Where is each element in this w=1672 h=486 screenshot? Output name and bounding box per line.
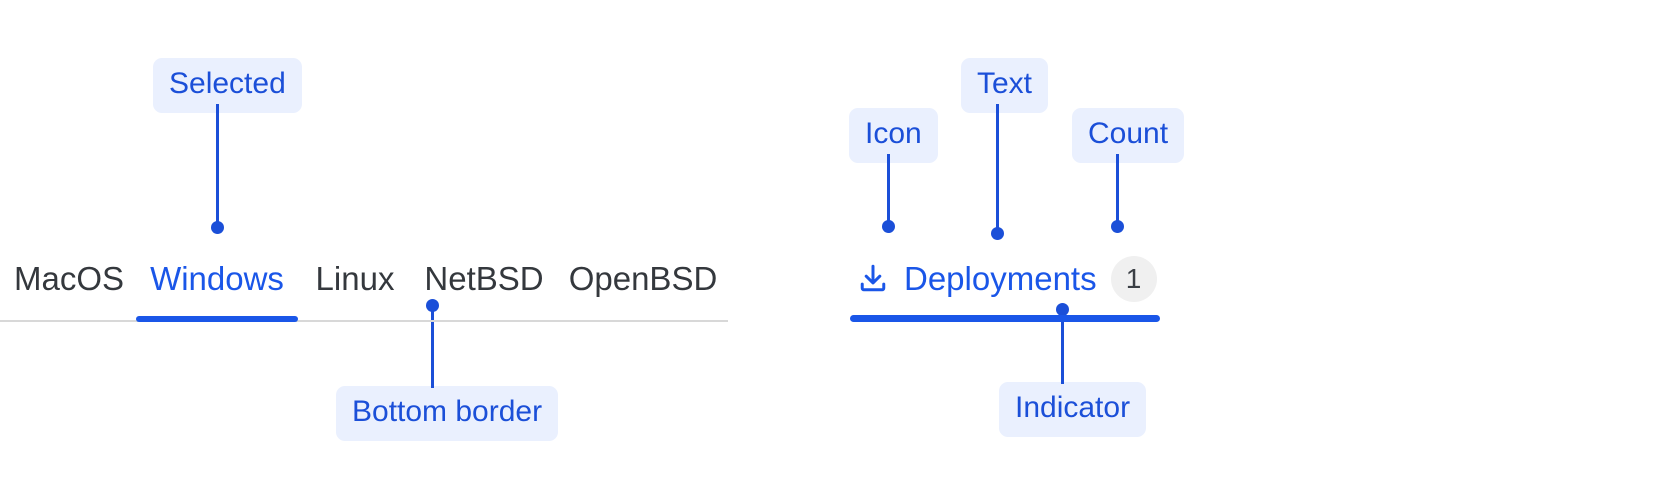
leader-line-bottom-border (431, 306, 434, 388)
leader-line-count (1116, 154, 1119, 226)
leader-line-indicator (1061, 310, 1064, 384)
annotation-selected: Selected (153, 58, 302, 113)
annotation-icon: Icon (849, 108, 938, 163)
tab-openbsd[interactable]: OpenBSD (568, 238, 718, 320)
annotation-indicator: Indicator (999, 382, 1147, 437)
leader-line-icon (887, 154, 890, 226)
single-tab-example: Deployments 1 (850, 238, 1162, 322)
annotation-bottom-border: Bottom border (336, 386, 559, 441)
tab-linux[interactable]: Linux (312, 238, 398, 320)
leader-line-selected (216, 104, 219, 227)
tab-macos[interactable]: MacOS (14, 238, 124, 320)
tab-windows[interactable]: Windows (136, 238, 298, 322)
leader-dot-bottom-border (426, 299, 439, 312)
leader-dot-count (1111, 220, 1124, 233)
leader-dot-icon (882, 220, 895, 233)
leader-line-text (996, 104, 999, 232)
leader-dot-text (991, 227, 1004, 240)
tab-netbsd[interactable]: NetBSD (422, 238, 546, 320)
tab-label: NetBSD (424, 260, 544, 297)
tab-label: MacOS (13, 260, 125, 297)
tab-selected-indicator (850, 315, 1160, 322)
leader-dot-indicator (1056, 303, 1069, 316)
tab-deployments[interactable]: Deployments 1 (850, 238, 1162, 322)
annotation-text: Text (961, 58, 1049, 113)
annotation-count: Count (1072, 108, 1185, 163)
tab-selected-indicator (136, 316, 298, 322)
tab-strip: MacOS Windows Linux NetBSD OpenBSD (0, 238, 728, 322)
tab-label: Linux (315, 260, 395, 297)
tab-strip-bottom-border (0, 320, 728, 322)
tab-count-badge: 1 (1110, 256, 1157, 302)
tab-label: OpenBSD (568, 260, 718, 297)
leader-dot-selected (211, 221, 224, 234)
tab-label: Windows (150, 260, 284, 297)
download-icon (856, 262, 890, 296)
tab-label: Deployments (904, 260, 1097, 297)
